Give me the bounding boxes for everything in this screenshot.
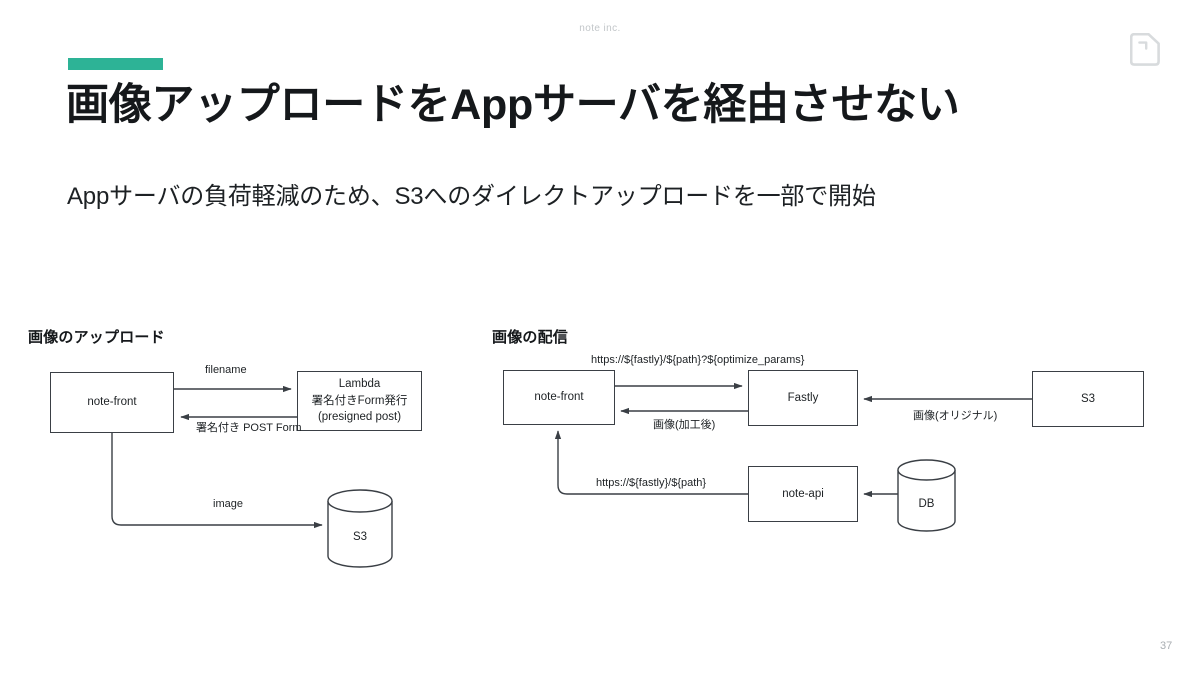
node-label: note-front — [87, 396, 137, 409]
node-upload-s3: S3 — [328, 490, 392, 568]
node-label-line-1: Lambda — [338, 377, 381, 390]
brand-label: note inc. — [579, 23, 621, 34]
node-delivery-note-api: note-api — [748, 466, 858, 522]
node-delivery-fastly: Fastly — [748, 370, 858, 426]
edge-label-fastly-url-plain: https://${fastly}/${path} — [596, 476, 706, 491]
edge-label-text: 画像(加工後) — [653, 419, 716, 431]
edge-label-fastly-url-optimized: https://${fastly}/${path}?${optimize_par… — [591, 353, 804, 368]
node-label: Fastly — [787, 391, 819, 404]
node-label-line-3: (presigned post) — [317, 411, 402, 424]
edge-label-text: filename — [205, 364, 247, 376]
edge-label-text-line-1: 署名付き — [196, 422, 240, 434]
node-delivery-db: DB — [898, 460, 955, 531]
edge-label-text: https://${fastly}/${path}?${optimize_par… — [591, 354, 805, 366]
node-label: note-front — [534, 391, 584, 404]
edge-label-signed-post-form: 署名付き POST Form — [196, 421, 302, 435]
node-upload-note-front: note-front — [50, 372, 174, 433]
diagram-heading-upload: 画像のアップロード — [28, 329, 165, 346]
edge-label-image: image — [213, 497, 243, 512]
page-subtitle: Appサーバの負荷軽減のため、S3へのダイレクトアップロードを一部で開始 — [67, 183, 876, 210]
node-delivery-note-front: note-front — [503, 370, 615, 425]
edge-label-image-processed: 画像(加工後) — [653, 418, 715, 433]
edge-label-text: https://${fastly}/${path} — [596, 477, 707, 489]
node-upload-lambda: Lambda 署名付きForm発行 (presigned post) — [297, 371, 422, 431]
edge-label-filename: filename — [205, 363, 247, 378]
node-label-line-2: 署名付きForm発行 — [311, 394, 408, 407]
edge-label-text: 画像(オリジナル) — [913, 410, 998, 422]
page-number: 37 — [1160, 640, 1173, 652]
node-label: note-api — [782, 487, 824, 500]
note-logo-icon — [1129, 32, 1160, 66]
node-label: S3 — [352, 531, 368, 543]
edge-label-image-original: 画像(オリジナル) — [913, 409, 997, 424]
node-label: S3 — [1080, 392, 1096, 405]
page-title: 画像アップロードをAppサーバを経由させない — [66, 81, 960, 129]
accent-bar — [68, 58, 163, 70]
edge-label-text-line-2: POST Form — [243, 422, 302, 434]
edge-label-text: image — [213, 498, 243, 510]
diagram-heading-delivery: 画像の配信 — [492, 329, 569, 346]
node-label: DB — [918, 498, 935, 510]
node-delivery-s3: S3 — [1032, 371, 1144, 427]
